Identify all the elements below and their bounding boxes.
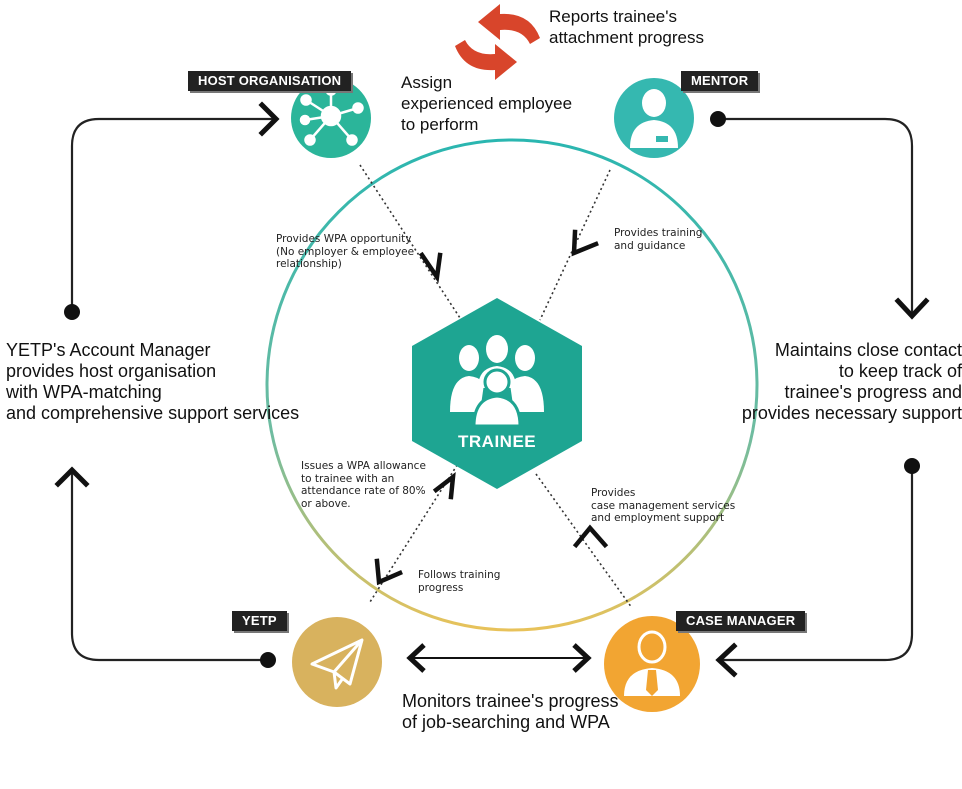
issues-allowance-text: Issues a WPA allowance to trainee with a…	[301, 460, 426, 510]
dotted-spokes	[359, 164, 633, 609]
trainee-ring	[265, 138, 759, 632]
mentor-person-icon	[630, 89, 678, 148]
provides-training-text: Provides training and guidance	[614, 227, 703, 252]
assign-text: Assign experienced employee to perform	[401, 73, 573, 134]
maintains-text: Maintains close contact to keep track of…	[741, 340, 962, 423]
account-manager-text: YETP's Account Manager provides host org…	[6, 340, 300, 423]
trainee-label: TRAINEE	[458, 432, 537, 451]
trainee-node	[412, 298, 582, 489]
outer-loop-connectors	[70, 117, 914, 662]
group-people-icon	[450, 335, 544, 428]
case-manager-node	[604, 616, 700, 712]
monitors-double-arrow	[406, 643, 592, 673]
host-organisation-tag: HOST ORGANISATION	[188, 71, 352, 91]
case-manager-tag: CASE MANAGER	[676, 611, 806, 631]
case-manager-person-icon	[624, 630, 680, 696]
case-management-text: Provides case management services and em…	[591, 487, 736, 524]
outer-loop-dots	[64, 111, 920, 668]
paper-plane-icon	[310, 638, 364, 690]
reports-text: Reports trainee's attachment progress	[549, 7, 704, 47]
yetp-node	[292, 617, 382, 707]
provides-wpa-text: Provides WPA opportunity (No employer & …	[276, 233, 415, 270]
reports-arrows-icon	[455, 4, 540, 80]
follows-training-text: Follows training progress	[418, 569, 501, 594]
monitors-text: Monitors trainee's progress of job-searc…	[402, 691, 619, 732]
yetp-tag: YETP	[232, 611, 287, 631]
mentor-node	[614, 78, 694, 158]
outer-loop-chevrons	[54, 101, 930, 678]
mentor-tag: MENTOR	[681, 71, 759, 91]
spoke-chevrons	[374, 229, 609, 586]
